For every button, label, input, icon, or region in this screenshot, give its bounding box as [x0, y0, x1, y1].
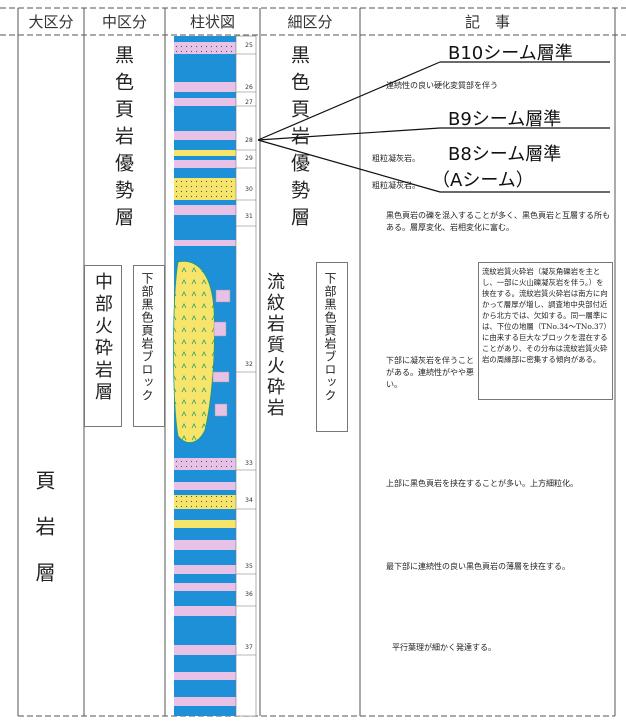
major-unit-label: 頁岩層 — [32, 470, 56, 608]
middle-unit-upper: 黒色頁岩優勢層 — [112, 45, 134, 234]
middle-unit-middle: 中部火砕岩層 — [92, 272, 113, 404]
note-2: 粗粒凝灰岩。 — [372, 154, 420, 163]
callout-a-seam: （Aシーム） — [432, 170, 534, 191]
sample-number: 35 — [245, 563, 253, 570]
sample-number: 27 — [245, 99, 253, 106]
note-6: 下部に凝灰岩を伴うことがある。連続性がやや悪い。 — [386, 356, 474, 389]
sample-number: 26 — [245, 84, 253, 91]
note-3: 粗粒凝灰岩。 — [372, 181, 420, 190]
sample-number: 30 — [245, 186, 253, 193]
callout-b10: B10シーム層準 — [448, 43, 573, 64]
note-5-box — [478, 262, 613, 400]
header-detail: 細区分 — [287, 12, 333, 31]
sample-number: 25 — [245, 42, 253, 49]
note-7: 上部に黒色頁岩を挟在することが多い。上方細粒化。 — [386, 479, 578, 488]
sample-number: 36 — [245, 591, 253, 598]
sample-number: 31 — [245, 213, 253, 220]
callout-b8: B8シーム層準 — [448, 144, 562, 165]
header-column: 柱状図 — [189, 12, 235, 31]
detail-sub-box — [316, 262, 348, 432]
sample-number: 37 — [245, 644, 253, 651]
sample-number: 28 — [245, 137, 253, 144]
sample-number: 32 — [245, 361, 253, 368]
note-9: 平行葉理が細かく発達する。 — [392, 643, 496, 652]
note-8: 最下部に連続性の良い黒色頁岩の薄層を挟在する。 — [386, 562, 570, 571]
note-5: 流紋岩質火砕岩（凝灰角礫岩を主とし、一部に火山礫凝灰岩を伴う。）を挟在する。流紋… — [482, 267, 608, 364]
detail-unit-sub: 下部黒色頁岩ブロック — [323, 272, 337, 402]
middle-unit-box — [84, 265, 122, 427]
note-1: 連続性の良い硬化変質部を伴う — [386, 81, 498, 90]
sample-number: 33 — [245, 460, 253, 467]
detail-unit-middle: 流紋岩質火砕岩 — [264, 272, 285, 419]
callout-b9: B9シーム層準 — [448, 109, 562, 130]
note-4: 黒色頁岩の礫を混入することが多く、黒色頁岩と互層する所もある。層厚変化、岩相変化… — [386, 211, 610, 232]
sample-number: 29 — [245, 155, 253, 162]
detail-unit-upper: 黒色頁岩優勢層 — [288, 45, 310, 234]
sample-number: 34 — [245, 497, 253, 504]
header-notes: 記 事 — [464, 12, 510, 31]
header-major: 大区分 — [28, 12, 74, 31]
shale-blocks — [212, 289, 231, 417]
middle-unit-sub: 下部黒色頁岩ブロック — [140, 272, 154, 402]
middle-sub-box — [133, 265, 165, 427]
header-middle: 中区分 — [101, 12, 147, 31]
